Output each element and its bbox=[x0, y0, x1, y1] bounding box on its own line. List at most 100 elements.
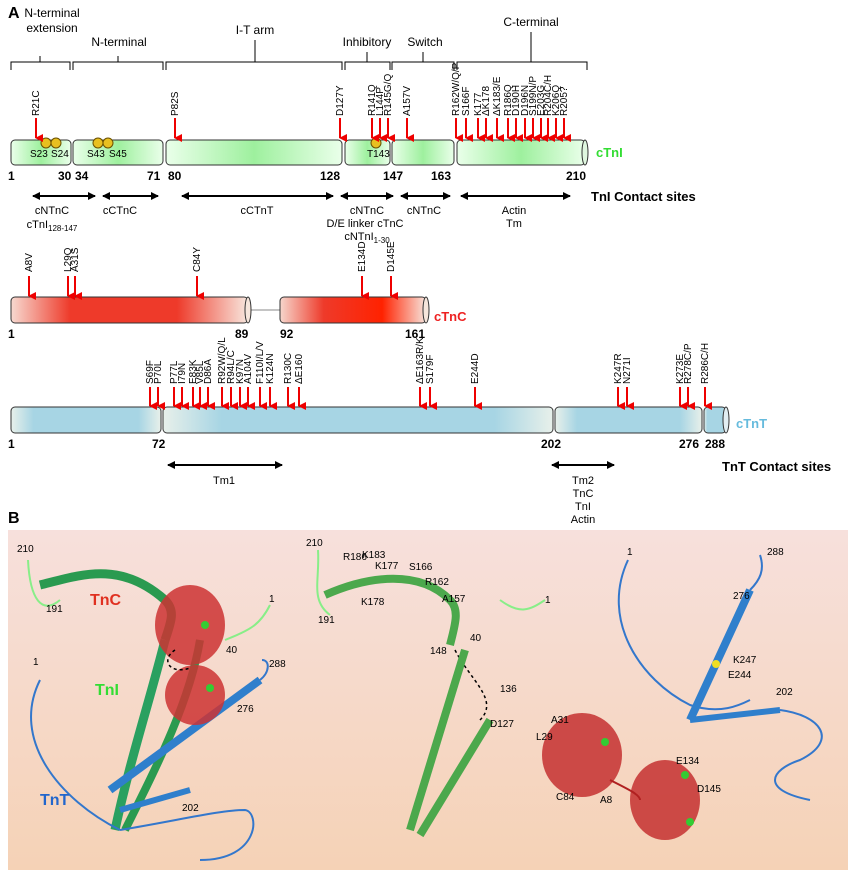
contact-cctnt: cCTnT bbox=[241, 205, 274, 217]
ctnt-ticks: 1 72 202 276 288 bbox=[8, 437, 725, 451]
region-inhibitory: Inhibitory bbox=[343, 35, 392, 49]
complex-left-numbers: 210 191 1 40 288 276 1 202 bbox=[17, 544, 286, 814]
tnc-a31: A31 bbox=[551, 715, 569, 726]
ctni-mutation-label: R141Q bbox=[367, 84, 378, 116]
ctni-tick-1: 1 bbox=[8, 169, 15, 183]
tni-k178: K178 bbox=[361, 597, 385, 608]
ctni-mutation-label: D196N bbox=[520, 85, 531, 116]
site-s43: S43 bbox=[87, 149, 105, 160]
contact-ctni-label: cTnI bbox=[27, 219, 48, 231]
contact-tm: Tm bbox=[506, 218, 522, 230]
tni-k183: K183 bbox=[362, 550, 386, 561]
ctni-mutation-label: E203G bbox=[536, 85, 547, 116]
tnt-residue-labels: 1 288 276 K247 E244 202 bbox=[627, 547, 793, 698]
panel-b-label: B bbox=[8, 510, 20, 527]
ctnt-mutation-label: K124N bbox=[265, 353, 276, 384]
ctnt-mutation-label: ΔE160 bbox=[294, 354, 305, 384]
left-288: 288 bbox=[269, 659, 286, 670]
ctnc-tick-92: 92 bbox=[280, 327, 294, 341]
tnc-structure bbox=[542, 713, 700, 840]
complex-structure-left bbox=[27, 559, 271, 861]
ctni-tick-210: 210 bbox=[566, 169, 586, 183]
ctnt-tick-202: 202 bbox=[541, 437, 561, 451]
tnt-e244: E244 bbox=[728, 670, 752, 681]
ctnt-tick-72: 72 bbox=[152, 437, 166, 451]
ctnt-mutation-label: R286C/H bbox=[700, 343, 711, 384]
ctni-ticks: 1 30 34 71 80 128 147 163 210 bbox=[8, 169, 586, 183]
ctnc-mutation-label: A31S bbox=[70, 247, 81, 272]
ctnc-mutation-label: D145E bbox=[386, 241, 397, 272]
ctnc-tick-1: 1 bbox=[8, 327, 15, 341]
ctnc-name: cTnC bbox=[434, 309, 467, 324]
complex-left-labels: TnC TnI TnT bbox=[40, 592, 122, 809]
contact-cntni-1-30: cNTnI1-30 bbox=[344, 231, 390, 245]
ctni-mutation-label: R205? bbox=[559, 86, 570, 116]
ctnc-mutation-label: L29Q bbox=[63, 247, 74, 272]
contact-actin: Actin bbox=[502, 205, 526, 217]
contact-cntnc-2: cNTnC bbox=[350, 205, 384, 217]
ctni-tick-80: 80 bbox=[168, 169, 182, 183]
ctnt-mutation-label: R94L/C bbox=[226, 350, 237, 384]
label-tni: TnI bbox=[95, 682, 119, 699]
ctni-mutation-label: R204C/H bbox=[543, 75, 554, 116]
tnc-residue-labels: A31 L29 C84 A8 E134 D145 bbox=[536, 715, 721, 806]
left-191: 191 bbox=[46, 604, 63, 615]
tnc-c84: C84 bbox=[556, 792, 575, 803]
tnt-contact-labels: Tm1 Tm2 TnC TnI Actin bbox=[213, 475, 595, 526]
ctni-mutation-label: D190H bbox=[511, 85, 522, 116]
tnc-l29: L29 bbox=[536, 732, 553, 743]
ctnc-mutation-label: A8V bbox=[24, 253, 35, 272]
contact-tm2: Tm2 bbox=[572, 475, 594, 487]
tni-r186: R186 bbox=[343, 552, 367, 563]
left-40: 40 bbox=[226, 645, 238, 656]
ctnt-mutation-label: E244D bbox=[470, 353, 481, 384]
site-s23: S23 bbox=[30, 149, 48, 160]
ctnt-mutation-label: A104V bbox=[243, 354, 254, 384]
ctni-tick-34: 34 bbox=[75, 169, 89, 183]
tni-k177: K177 bbox=[375, 561, 399, 572]
ctnt-mutation-label: R92W/Q/L bbox=[217, 337, 228, 384]
contact-cntni-label: cNTnI bbox=[344, 231, 373, 243]
ctnt-mutation-label: F110I/L/V bbox=[255, 341, 266, 384]
tni-contact-labels: cNTnC cTnI128-147 cCTnC cCTnT cNTnC D/E … bbox=[27, 205, 527, 245]
panel-a-label: A bbox=[8, 5, 20, 22]
ctni-tick-71: 71 bbox=[147, 169, 161, 183]
ctnt-mutation-label: V85L bbox=[195, 360, 206, 384]
contact-ctni-sub: 128-147 bbox=[48, 224, 78, 233]
contact-cctnc: cCTnC bbox=[103, 205, 137, 217]
contact-cntnc-3: cNTnC bbox=[407, 205, 441, 217]
ctnc-mutation-label: E134D bbox=[357, 241, 368, 272]
left-1a: 1 bbox=[269, 594, 275, 605]
tni-residue-labels: 210 R186 K183 K177 S166 R162 K178 A157 1… bbox=[306, 538, 551, 730]
contact-tnc: TnC bbox=[573, 488, 594, 500]
tni-d127: D127 bbox=[490, 719, 514, 730]
ctnt-mutation-label: K247R bbox=[613, 353, 624, 384]
ctnt-name: cTnT bbox=[736, 416, 767, 431]
tni-contact-title: TnI Contact sites bbox=[591, 189, 696, 204]
contact-cntni-sub: 1-30 bbox=[374, 236, 391, 245]
region-i-t-arm: I-T arm bbox=[236, 23, 274, 37]
ctnt-mutation-label: S179F bbox=[425, 355, 436, 384]
ctni-mutation-label: R145G/Q bbox=[383, 74, 394, 116]
site-t143: T143 bbox=[367, 149, 390, 160]
ctni-mutation-label: ΔK178 bbox=[481, 86, 492, 116]
tni-s166: S166 bbox=[409, 562, 433, 573]
contact-tni: TnI bbox=[575, 501, 591, 513]
ctni-mutation-label: D127Y bbox=[335, 85, 346, 116]
ctnt-mutation-label: E83K bbox=[188, 359, 199, 384]
ctni-mutation-label: R186Q bbox=[503, 84, 514, 116]
tni-210: 210 bbox=[306, 538, 323, 549]
region-braces bbox=[10, 32, 588, 70]
ctnc-ticks: 1 89 92 161 bbox=[8, 327, 425, 341]
tnt-k247: K247 bbox=[733, 655, 757, 666]
contact-actin-tnt: Actin bbox=[571, 514, 595, 526]
tnt-288: 288 bbox=[767, 547, 784, 558]
tni-r162: R162 bbox=[425, 577, 449, 588]
tnc-d145: D145 bbox=[697, 784, 721, 795]
ctni-name: cTnI bbox=[596, 145, 623, 160]
ctnt-tick-1: 1 bbox=[8, 437, 15, 451]
ctni-mutation-label: S166F bbox=[461, 87, 472, 116]
site-s24: S24 bbox=[51, 149, 69, 160]
